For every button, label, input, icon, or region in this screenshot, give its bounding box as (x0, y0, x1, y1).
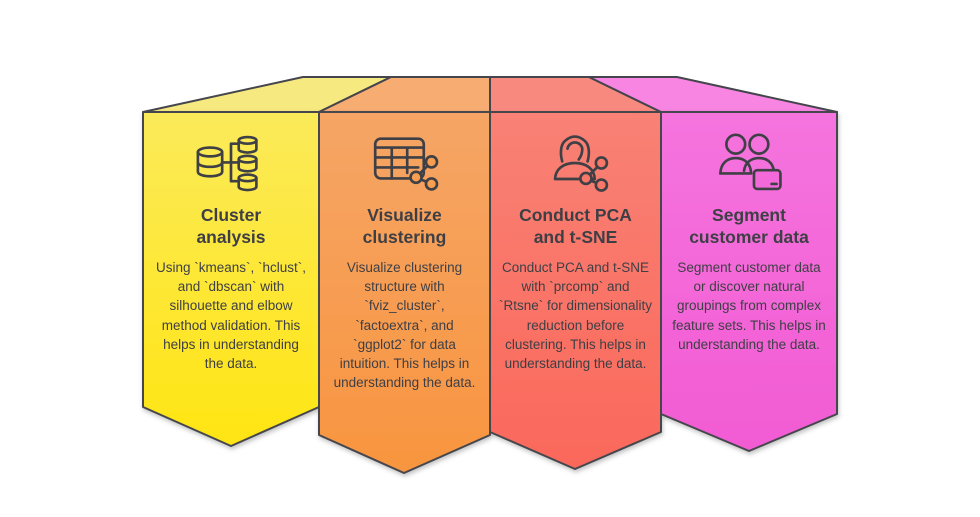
panel-visualize-clustering: Visualize clustering Visualize clusterin… (319, 118, 490, 392)
people-card-icon (661, 124, 837, 202)
panel-title: Segment customer data (689, 205, 809, 248)
panel-body: Conduct PCA and t-SNE with `prcomp` and … (498, 260, 653, 371)
panel-body: Using `kmeans`, `hclust`, and `dbscan` w… (155, 260, 307, 371)
banner-visualize-clustering (318, 111, 491, 474)
panel-title: Cluster analysis (196, 205, 266, 248)
table-share-icon (319, 124, 490, 202)
banner-conduct-pca-tsne (489, 111, 662, 470)
panel-title: Conduct PCA and t-SNE (519, 205, 632, 248)
banner-cluster-analysis (142, 111, 320, 447)
panel-conduct-pca-tsne: Conduct PCA and t-SNE Conduct PCA and t-… (490, 118, 661, 373)
panel-cluster-analysis: Cluster analysis Using `kmeans`, `hclust… (143, 118, 319, 373)
database-tree-icon (143, 124, 319, 202)
panel-body: Visualize clustering structure with `fvi… (333, 260, 476, 391)
person-share-icon (490, 124, 661, 202)
panel-body: Segment customer data or discover natura… (672, 260, 826, 352)
panel-segment-customer-data: Segment customer data Segment customer d… (661, 118, 837, 354)
roof (142, 76, 838, 113)
banner-segment-customer-data (660, 111, 838, 452)
panel-title: Visualize clustering (362, 205, 447, 248)
